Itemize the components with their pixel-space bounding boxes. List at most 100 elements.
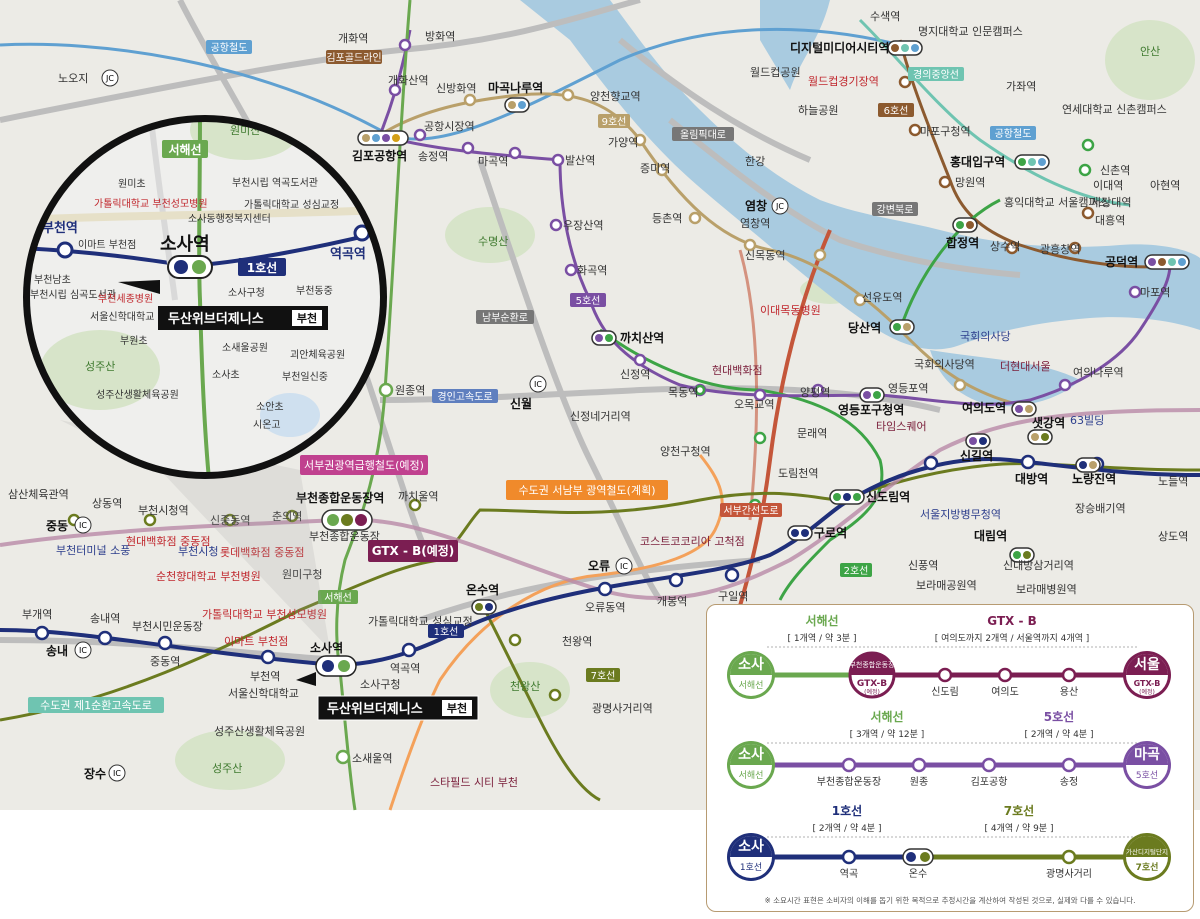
row2-stop-3: 송정 [1060, 776, 1078, 788]
row1-from-line: 서해선 [739, 680, 764, 691]
station-gwangheungchang: 광흥창역 [1040, 242, 1080, 256]
row2-from-line: 서해선 [739, 770, 764, 781]
station-noryangjin: 노량진역 [1072, 471, 1116, 486]
tag-nambu: 남부순환로 [482, 312, 528, 324]
tag-gangbyeon: 강변북로 [877, 204, 914, 216]
row3-from-line: 1호선 [740, 862, 762, 873]
transfer-hapjeong [952, 217, 978, 233]
legend-footnote: ※ 소요시간 표현은 소비자의 이해를 돕기 위한 목적으로 추정시간을 계산하… [764, 895, 1135, 905]
han-river-label: 한강 [745, 155, 765, 168]
station-yangpyeong: 양평역 [800, 386, 830, 399]
inset-lbl-19: 성주산생활체육공원 [96, 388, 179, 401]
row2-stop-1: 원종 [910, 776, 928, 788]
station-yangcheonhyanggyo: 양천향교역 [590, 89, 641, 103]
row3-seg1-detail: [ 2개역 / 약 4분 ] [813, 822, 882, 834]
station-oryudong: 오류동역 [585, 601, 625, 614]
landmark-yonsei: 연세대학교 신촌캠퍼스 [1062, 103, 1167, 116]
station-mokdong: 목동역 [668, 386, 698, 399]
han-river [520, 0, 1200, 350]
transfer-kkachisan [591, 330, 617, 346]
line9 [379, 92, 1021, 407]
inset-station-sosa: 소사역 [160, 234, 210, 255]
row1-transfer-note: (예정) [864, 688, 880, 696]
station-hwagok: 화곡역 [577, 264, 607, 277]
station-sangdong: 상동역 [92, 497, 122, 510]
landmark-stadium: 부천종합운동장 [309, 529, 380, 543]
legend-panel: 서해선 [ 1개역 / 약 3분 ] GTX - B [ 여의도까지 2개역 /… [706, 604, 1194, 912]
landmark-catholic-hospital: 가톨릭대학교 부천성모병원 [202, 607, 327, 621]
inset-lbl-0: 원미초 [118, 178, 146, 190]
station-bucheon-stadium: 부천종합운동장역 [296, 490, 384, 505]
row3-stop-2: 광명사거리 [1046, 868, 1092, 880]
legend-row-2: 서해선 [ 3개역 / 약 12분 ] 5호선 [ 2개역 / 약 4분 ] 소… [727, 709, 1171, 789]
station-hongdae: 홍대입구역 [950, 154, 1005, 169]
legend-row-3: 1호선 [ 2개역 / 약 4분 ] 7호선 [ 4개역 / 약 9분 ] 소사… [727, 803, 1171, 881]
svg-text:IC: IC [79, 521, 87, 530]
seobu-highway-2 [738, 249, 759, 521]
inset-tag-seohae: 서해선 [168, 142, 201, 157]
station-daeheung: 대흥역 [1095, 213, 1125, 227]
row2-stop-0: 부천종합운동장 [817, 776, 881, 788]
station-samsan: 삼산체육관역 [8, 488, 69, 501]
landmark-times-square: 타임스퀘어 [876, 420, 927, 433]
tag-gyeongui: 경의중앙선 [913, 68, 959, 81]
transfer-gimpo-airport [357, 130, 409, 146]
inset-lbl-15: 소사초 [212, 369, 240, 381]
inset-project-city: 부천 [297, 311, 317, 325]
project-callout-main: 두산위브더제니스 부천 [296, 672, 479, 721]
station-usangsan: 우장산역 [563, 219, 603, 232]
station-worldcup: 월드컵경기장역 [808, 75, 879, 88]
tag-ring1: 수도권 제1순환고속도로 [40, 699, 152, 712]
station-gimpo-airport: 김포공항역 [352, 148, 407, 163]
station-boramae-park: 보라매공원역 [916, 579, 977, 592]
station-sosaeul: 소새울역 [352, 752, 392, 765]
ic-label-yeomchang: 염창 [745, 198, 767, 213]
route-tags: 공항철도 김포골드라인 9호선 올림픽대로 6호선 경의중앙선 공항철도 강변북… [28, 40, 1036, 713]
landmark-sosa-gucheong: 소사구청 [360, 678, 400, 691]
ic-label-songnae: 송내 [46, 643, 68, 658]
transfer-onsu [471, 599, 497, 615]
station-daerim: 대림역 [974, 528, 1007, 543]
tag-gyeongin: 경인고속도로 [437, 390, 492, 403]
line5 [377, 29, 1172, 406]
inset-lbl-17: 소안초 [256, 401, 284, 413]
park-seongjusan: 성주산 [212, 762, 242, 775]
station-nodeul: 노들역 [1158, 475, 1188, 488]
row1-seg2-detail: [ 여의도까지 2개역 / 서울역까지 4개역 ] [935, 632, 1090, 644]
row1-transfer-label: 부천종합운동장 [849, 660, 895, 669]
station-sindaebang: 신대방삼거리역 [1003, 559, 1074, 572]
tag-line1: 1호선 [434, 626, 459, 638]
station-bucheonsicheong: 부천시청역 [138, 503, 189, 517]
station-gongdeok: 공덕역 [1105, 254, 1138, 269]
station-ydp-gucheong: 영등포구청역 [838, 402, 904, 417]
inset-lbl-10: 부원초 [120, 335, 148, 347]
inset-lbl-6: 부천남초 [34, 274, 71, 286]
station-seogang: 서강대역 [1091, 196, 1131, 209]
station-jeungmi: 증미역 [640, 162, 670, 175]
station-hapjeong: 합정역 [946, 235, 979, 250]
row3-from: 소사 [738, 839, 764, 855]
station-sinjeongnegeori: 신정네거리역 [570, 410, 631, 423]
station-gajwa: 가좌역 [1006, 80, 1036, 93]
landmark-emart: 이마트 부천점 [224, 634, 288, 648]
transfer-gongdeok [1144, 254, 1190, 270]
landmark-lotte-jungdong: 롯데백화점 중동점 [220, 546, 304, 559]
park-ansan: 안산 [1140, 45, 1160, 58]
inset-lbl-3: 가톨릭대학교 성심교정 [244, 199, 339, 211]
landmark-sosa-sports-park: 성주산생활체육공원 [214, 724, 305, 738]
landmark-bucheon-cityhall: 부천시청 [178, 544, 218, 558]
transfer-yeongdeungpo-gucheong [859, 387, 885, 403]
row3-seg1-title: 1호선 [832, 803, 862, 818]
landmark-worldcup-park: 월드컵공원 [750, 66, 801, 79]
station-boramae-hospital: 보라매병원역 [1016, 583, 1077, 596]
transfer-saetgang [1027, 429, 1053, 445]
row1-to-line: GTX-B [1134, 679, 1161, 688]
transfer-sindorim [829, 489, 865, 505]
row2-seg2-detail: [ 2개역 / 약 4분 ] [1025, 728, 1094, 740]
river-branch [760, 0, 830, 90]
station-sinjeong: 신정역 [620, 368, 650, 381]
row2-to: 마곡 [1134, 747, 1160, 763]
inset-lbl-12: 부천동중 [296, 285, 333, 297]
station-yeomchang: 염창역 [740, 217, 770, 230]
row1-stop-1: 여의도 [991, 686, 1019, 698]
